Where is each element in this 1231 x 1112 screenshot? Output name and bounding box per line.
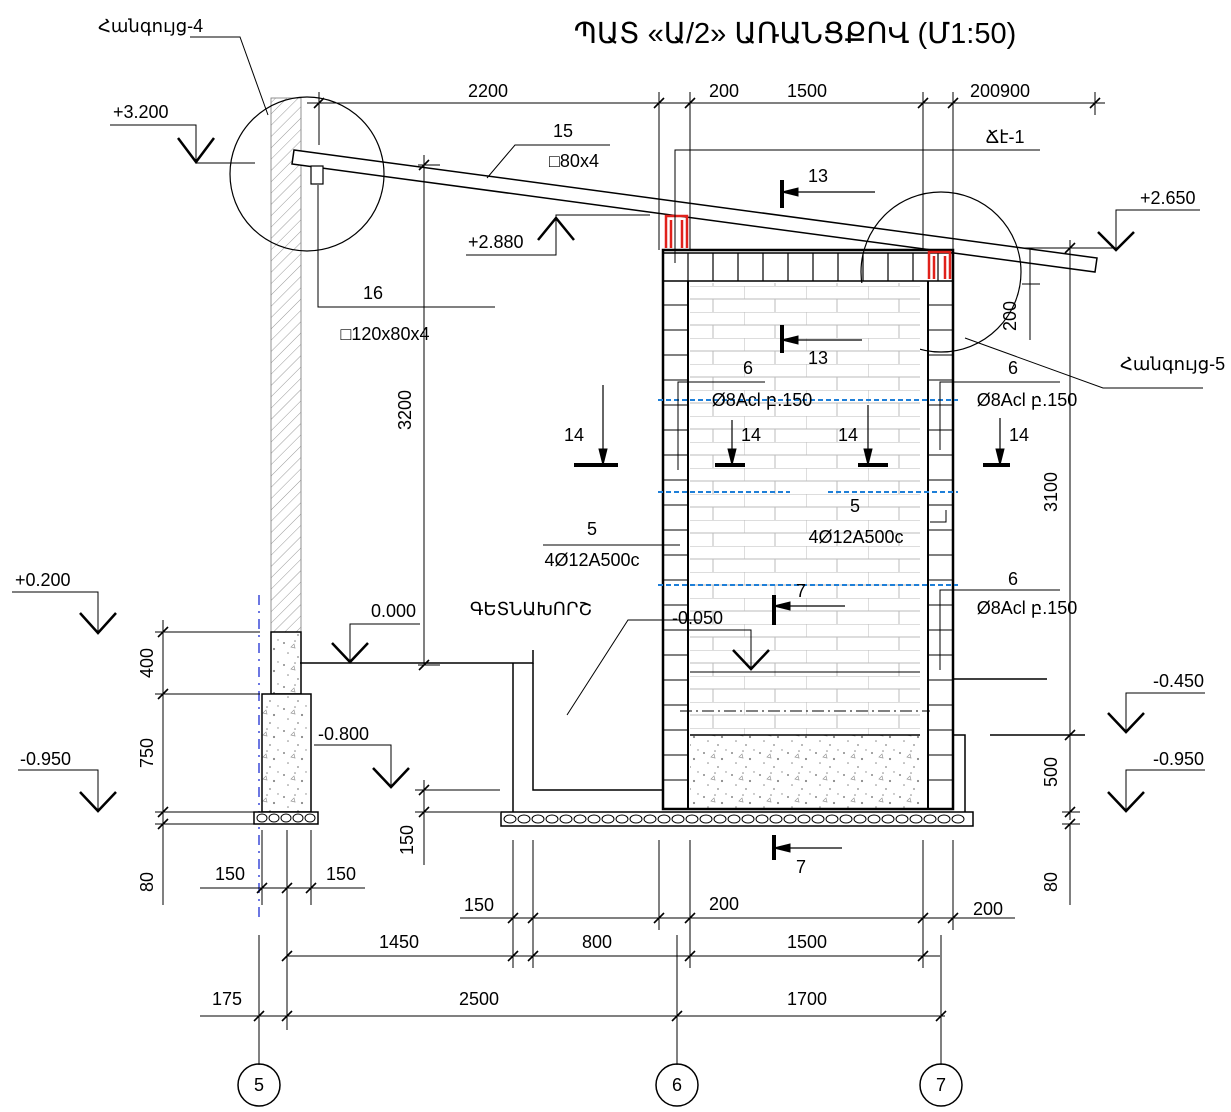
mark-16: 16 (363, 283, 383, 303)
section-13-mid: 13 (808, 348, 828, 368)
elev-2880: +2.880 (468, 232, 524, 252)
pit-label: ԳԵՏՆԱԽՈՐՇ (470, 599, 592, 619)
axis-bubbles (237, 1063, 963, 1107)
dim-1450: 1450 (379, 932, 419, 952)
dim-2200: 2200 (468, 81, 508, 101)
dim-80-left-vert: 80 (137, 872, 157, 892)
pedestal (270, 631, 302, 695)
dim-1500-bottom: 1500 (787, 932, 827, 952)
section-cuts (574, 180, 1010, 860)
axis-7-label: 7 (936, 1075, 946, 1095)
mark-5-right-spec: 4Ø12A500c (808, 527, 903, 547)
axis-5-bubble (237, 1063, 281, 1107)
mark-6-right: 6 (1008, 358, 1018, 378)
dim-1700: 1700 (787, 989, 827, 1009)
mark-5-left: 5 (587, 519, 597, 539)
elev-0000: 0.000 (371, 601, 416, 621)
dim-200-bottom-a: 200 (709, 894, 739, 914)
mark-6-lower-spec: Ø8Acl բ.150 (977, 598, 1077, 618)
mark-16-spec: □120x80x4 (341, 324, 430, 344)
dim-3200-vert: 3200 (395, 390, 415, 430)
elev-minus-0450: -0.450 (1153, 671, 1204, 691)
drawing-title: ՊԱՏ «Ա/2» ԱՌԱՆՑՔՈՎ (Մ1:50) (574, 18, 1017, 50)
masonry-wall (500, 214, 974, 827)
dim-800: 800 (582, 932, 612, 952)
node5-label: Հանգույց-5 (1120, 354, 1225, 374)
dim-200-bottom-b: 200 (973, 899, 1003, 919)
elev-2650: +2.650 (1140, 188, 1196, 208)
mark-5-left-spec: 4Ø12A500c (544, 550, 639, 570)
dim-175: 175 (212, 989, 242, 1009)
mark-15-spec: □80x4 (549, 151, 599, 171)
dim-200-top: 200 (709, 81, 739, 101)
dim-150-left-b: 150 (326, 864, 356, 884)
elevation-leaders (12, 124, 1205, 810)
mark-6-lower: 6 (1008, 569, 1018, 589)
elev-minus-0050: -0.050 (672, 608, 723, 628)
mark-5-right: 5 (850, 496, 860, 516)
elev-3200: +3.200 (113, 102, 169, 122)
dim-2500: 2500 (459, 989, 499, 1009)
mark-leaders (190, 36, 1203, 716)
section-7-top: 7 (796, 581, 806, 601)
section-14-d: 14 (1009, 425, 1029, 445)
node4-circle (229, 96, 385, 252)
section-14-c: 14 (838, 425, 858, 445)
section-14-a: 14 (564, 425, 584, 445)
elev-minus-0950-left: -0.950 (20, 749, 71, 769)
mark-6-left: 6 (743, 358, 753, 378)
pit-outline (300, 650, 1085, 812)
dim-750-vert: 750 (137, 738, 157, 768)
mark-15: 15 (553, 121, 573, 141)
node5-circle (860, 191, 1022, 353)
elev-0200: +0.200 (15, 570, 71, 590)
dim-150-vert: 150 (397, 825, 417, 855)
dim-80-right-vert: 80 (1041, 872, 1061, 892)
section-13-top: 13 (808, 166, 828, 186)
axis-7-bubble (919, 1063, 963, 1107)
section-7-bottom: 7 (796, 857, 806, 877)
mark-6-left-spec: Ø8Acl բ.150 (712, 390, 812, 410)
left-post (253, 97, 319, 920)
dim-3100-vert: 3100 (1041, 472, 1061, 512)
roof-beam (291, 149, 1098, 273)
node4-label: Հանգույց-4 (98, 16, 203, 36)
lintel-label: Ճէ-1 (985, 127, 1024, 147)
axis-6-label: 6 (672, 1075, 682, 1095)
elev-minus-0800: -0.800 (318, 724, 369, 744)
dim-1500-top: 1500 (787, 81, 827, 101)
dim-150-pit: 150 (464, 895, 494, 915)
elev-minus-0950-right: -0.950 (1153, 749, 1204, 769)
dim-400-vert: 400 (137, 648, 157, 678)
dim-500-vert: 500 (1041, 757, 1061, 787)
elevation-symbols (79, 137, 1145, 813)
axis-5-label: 5 (254, 1075, 264, 1095)
dim-200-vert: 200 (1000, 301, 1020, 331)
footing (261, 693, 312, 813)
axis-6-bubble (655, 1063, 699, 1107)
lintel-rebar-red (664, 214, 952, 279)
mark-6-right-spec: Ø8Acl բ.150 (977, 390, 1077, 410)
dim-200900-top: 200900 (970, 81, 1030, 101)
section-14-b: 14 (741, 425, 761, 445)
dim-150-left-a: 150 (215, 864, 245, 884)
